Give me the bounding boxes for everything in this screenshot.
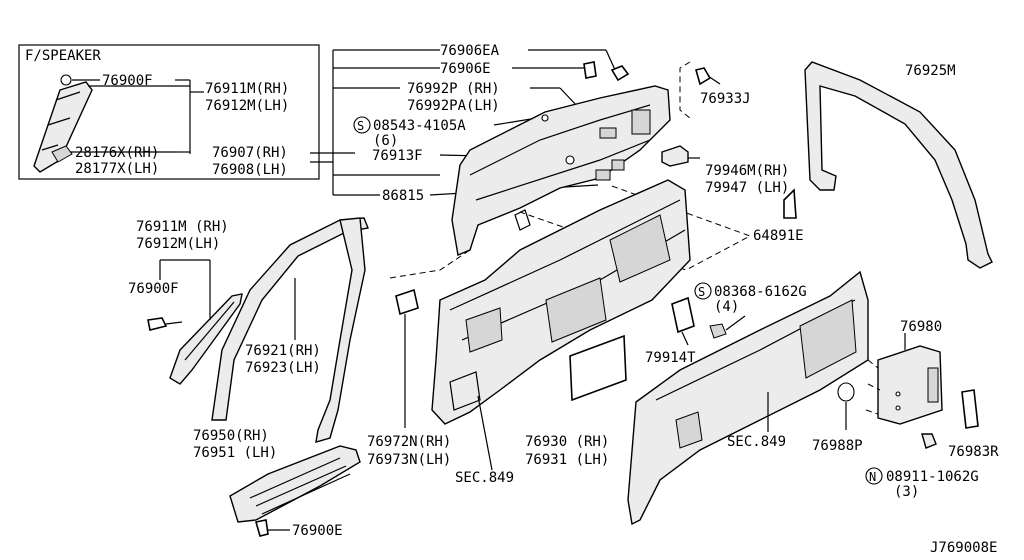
speaker-inset-title: F/SPEAKER xyxy=(25,48,101,64)
label-76907: 76907(RH) xyxy=(212,145,288,161)
s-mark-icon-2 xyxy=(694,282,712,300)
part-76925m: 76925M xyxy=(804,61,993,269)
label-08543-qty: (6) xyxy=(373,133,398,149)
upper-quarter-trim xyxy=(451,85,671,256)
label-79946m: 79946M(RH) xyxy=(705,163,789,179)
clip-76906ea-icon xyxy=(583,61,630,82)
label-64891e: 64891E xyxy=(753,228,804,244)
part-76980: 76980 xyxy=(877,319,943,425)
part-08911: N 08911-1062G (3) xyxy=(865,433,979,500)
speaker-inset: F/SPEAKER 76900F 76911M(RH) 76912M(LH) 2… xyxy=(18,44,320,180)
speaker-inset-frame xyxy=(18,44,320,180)
label-76980: 76980 xyxy=(900,319,942,335)
part-64891e: 64891E xyxy=(753,188,804,244)
clip-icon xyxy=(60,74,72,86)
label-76906e: 76906E xyxy=(440,61,491,77)
label-76992pa: 76992PA(LH) xyxy=(407,98,500,114)
label-76950: 76950(RH) xyxy=(193,428,269,444)
label-79947: 79947 (LH) xyxy=(705,180,789,196)
label-76913f: 76913F xyxy=(372,148,423,164)
label-76900e: 76900E xyxy=(292,523,343,539)
main-side-trim xyxy=(431,179,691,425)
label-76951: 76951 (LH) xyxy=(193,445,277,461)
s-mark-icon xyxy=(353,116,371,134)
n-mark-icon xyxy=(865,467,883,485)
label-08368: 08368-6162G xyxy=(714,284,807,300)
label-08911-qty: (3) xyxy=(894,484,919,500)
label-sec849-a: SEC.849 xyxy=(455,470,514,486)
label-76973n: 76973N(LH) xyxy=(367,452,451,468)
part-76983r: 76983R xyxy=(948,389,999,460)
s-mark-label-2: S xyxy=(698,285,705,299)
label-76925m: 76925M xyxy=(905,63,956,79)
label-76988p: 76988P xyxy=(812,438,863,454)
label-28177x: 28177X(LH) xyxy=(75,161,159,177)
part-76933j: 76933J xyxy=(679,61,751,119)
label-76900f-a: 76900F xyxy=(102,73,153,89)
diagram-id: J769008E xyxy=(930,540,997,556)
label-76992p: 76992P (RH) xyxy=(407,81,500,97)
label-76923: 76923(LH) xyxy=(245,360,321,376)
label-76911m-b: 76911M (RH) xyxy=(136,219,229,235)
label-76933j: 76933J xyxy=(700,91,751,107)
part-76972n: 76972N(RH) 76973N(LH) xyxy=(367,288,451,468)
label-08911: 08911-1062G xyxy=(886,469,979,485)
part-76930: 76930 (RH) 76931 (LH) xyxy=(525,334,627,468)
part-76988p: 76988P xyxy=(812,382,863,454)
label-08368-qty: (4) xyxy=(714,299,739,315)
label-76911m-a: 76911M(RH) xyxy=(205,81,289,97)
part-76911m-pillar: 76911M (RH) 76912M(LH) 76900F xyxy=(128,219,243,385)
label-76921: 76921(RH) xyxy=(245,343,321,359)
s-mark-label: S xyxy=(357,119,364,133)
label-79914t: 79914T xyxy=(645,350,696,366)
label-76912m-a: 76912M(LH) xyxy=(205,98,289,114)
part-79946m: 79946M(RH) 79947 (LH) xyxy=(661,145,789,196)
label-28176x: 28176X(RH) xyxy=(75,145,159,161)
part-76950-sill: 76950(RH) 76951 (LH) 76900E xyxy=(193,428,361,539)
callout-bracket xyxy=(310,49,440,196)
speaker-grille xyxy=(51,145,73,163)
n-mark-label: N xyxy=(869,470,876,484)
rear-side-trim xyxy=(627,270,869,526)
part-76921-weatherstrip: 76921(RH) 76923(LH) xyxy=(211,217,369,443)
part-79914t: 79914T xyxy=(645,296,746,366)
label-sec849-b: SEC.849 xyxy=(727,434,786,450)
label-76972n: 76972N(RH) xyxy=(367,434,451,450)
label-76983r: 76983R xyxy=(948,444,999,460)
label-76930: 76930 (RH) xyxy=(525,434,609,450)
label-86815: 86815 xyxy=(382,188,424,204)
label-76906ea: 76906EA xyxy=(440,43,500,59)
label-76908: 76908(LH) xyxy=(212,162,288,178)
label-76931: 76931 (LH) xyxy=(525,452,609,468)
label-76900f-b: 76900F xyxy=(128,281,179,297)
label-08543: 08543-4105A xyxy=(373,118,466,134)
label-76912m-b: 76912M(LH) xyxy=(136,236,220,252)
